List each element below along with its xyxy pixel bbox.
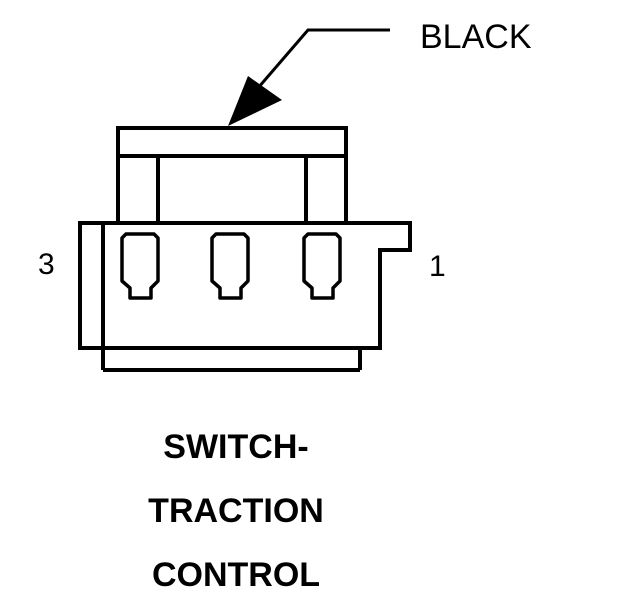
pin-cavities: [120, 232, 342, 300]
component-name-line-3: CONTROL: [152, 556, 320, 594]
component-name-line-2: TRACTION: [148, 492, 324, 530]
wire-color-leader: [228, 28, 390, 126]
pin-label-right: 1: [429, 250, 446, 283]
pin-cavity-3: [120, 232, 160, 300]
component-name-line-1: SWITCH-: [163, 428, 308, 466]
pin-cavity-2: [210, 232, 250, 300]
wire-color-label: BLACK: [420, 18, 532, 56]
connector-latch: [116, 126, 348, 223]
leader-line: [256, 28, 390, 89]
pin-cavity-1: [302, 232, 342, 300]
connector-body: [78, 221, 412, 372]
pin-label-left: 3: [38, 248, 55, 281]
leader-arrowhead: [228, 76, 282, 126]
